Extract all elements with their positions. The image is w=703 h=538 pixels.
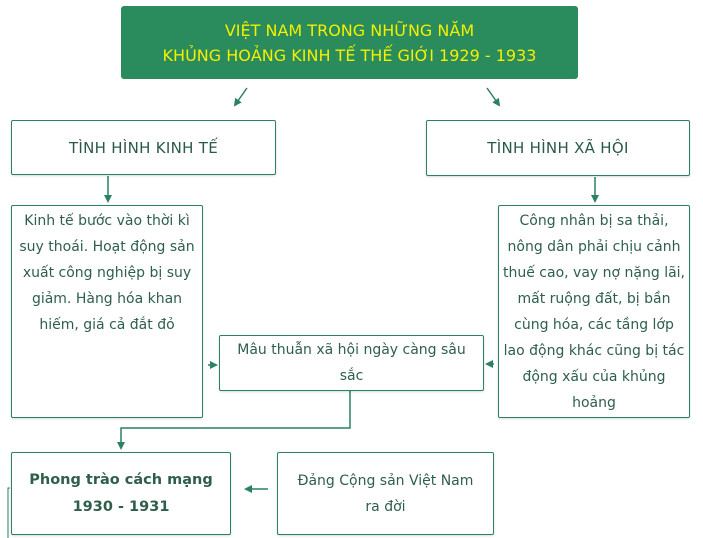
arrow-header-to-society xyxy=(486,87,501,107)
economy-detail-box: Kinh tế bước vào thời kì suy thoái. Hoạt… xyxy=(11,205,203,418)
economy-detail: Kinh tế bước vào thời kì suy thoái. Hoạt… xyxy=(19,213,195,333)
arrow-header-to-economy xyxy=(233,87,248,107)
movement-line-1: Phong trào cách mạng xyxy=(29,471,213,488)
party-text: Đảng Cộng sản Việt Nam ra đời xyxy=(297,472,474,515)
society-heading: TÌNH HÌNH XÃ HỘI xyxy=(487,139,629,157)
conflict-text: Mâu thuẫn xã hội ngày càng sâu sắc xyxy=(237,342,466,384)
economy-heading: TÌNH HÌNH KINH TẾ xyxy=(68,138,219,157)
diagram-title: VIỆT NAM TRONG NHỮNG NĂM KHỦNG HOẢNG KIN… xyxy=(121,6,578,79)
movement-box: Phong trào cách mạng 1930 - 1931 xyxy=(11,452,231,535)
title-line-2: KHỦNG HOẢNG KINH TẾ THẾ GIỚI 1929 - 1933 xyxy=(162,45,537,65)
society-detail-box: Công nhân bị sa thải, nông dân phải chịu… xyxy=(498,205,690,418)
title-line-1: VIỆT NAM TRONG NHỮNG NĂM xyxy=(224,20,475,40)
party-box: Đảng Cộng sản Việt Nam ra đời xyxy=(277,452,494,535)
conflict-box: Mâu thuẫn xã hội ngày càng sâu sắc xyxy=(219,335,484,391)
society-heading-box: TÌNH HÌNH XÃ HỘI xyxy=(426,120,690,176)
society-detail: Công nhân bị sa thải, nông dân phải chịu… xyxy=(503,212,685,411)
economy-heading-box: TÌNH HÌNH KINH TẾ xyxy=(11,120,276,175)
arrow-conflict-to-movement xyxy=(117,391,351,450)
movement-line-2: 1930 - 1931 xyxy=(72,498,170,515)
